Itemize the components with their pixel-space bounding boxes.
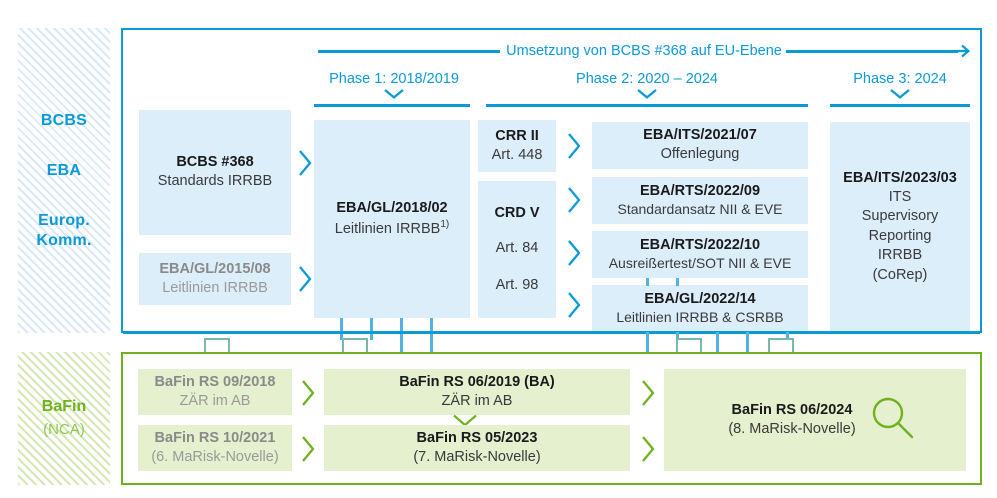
box-eba-rts-2022-10-title: EBA/RTS/2022/10 — [639, 236, 761, 253]
chevron-right-icon — [302, 380, 315, 406]
box-eba-its-2021-07-sub: Offenlegung — [660, 146, 740, 163]
chevron-right-icon — [568, 133, 581, 159]
box-bafin-rs-10-2021-sub: (6. MaRisk-Novelle) — [151, 448, 279, 465]
box-crr-ii-sub: Art. 448 — [491, 146, 543, 163]
box-bafin-rs-09-2018-title: BaFin RS 09/2018 — [154, 373, 276, 390]
phase-2-rule — [486, 104, 808, 107]
sidebar-label-eba: EBA — [46, 161, 82, 179]
box-eba-its-2023-03-title: EBA/ITS/2023/03 — [843, 169, 957, 186]
phase-1-label: Phase 1: 2018/2019 — [329, 71, 459, 87]
box-crd-v-art-98: Art. 98 — [495, 276, 539, 293]
box-eba-rts-2022-09-title: EBA/RTS/2022/09 — [639, 182, 761, 199]
box-bcbs-368-title: BCBS #368 — [176, 154, 254, 171]
box-eba-gl-2022-14[interactable]: EBA/GL/2022/14 Leitlinien IRRBB & CSRBB — [592, 285, 808, 332]
connector-segment — [746, 332, 749, 358]
box-eba-its-2021-07-title: EBA/ITS/2021/07 — [643, 127, 757, 144]
magnifier-icon[interactable] — [870, 395, 916, 441]
panel-bottom-line — [123, 331, 980, 334]
box-bafin-rs-05-2023-title: BaFin RS 05/2023 — [416, 429, 538, 446]
box-eba-gl-2022-14-title: EBA/GL/2022/14 — [644, 290, 756, 307]
box-eba-its-2023-03[interactable]: EBA/ITS/2023/03 ITS Supervisory Reportin… — [830, 122, 970, 332]
box-bafin-rs-09-2018[interactable]: BaFin RS 09/2018 ZÄR im AB — [138, 369, 292, 415]
box-eba-rts-2022-09-sub: Standardansatz NII & EVE — [617, 201, 783, 218]
timeline-title: Umsetzung von BCBS #368 auf EU-Ebene — [506, 43, 782, 59]
connector-segment — [340, 318, 343, 340]
box-eba-gl-2015-08[interactable]: EBA/GL/2015/08 Leitlinien IRRBB — [139, 253, 291, 305]
box-crr-ii-title: CRR II — [495, 127, 539, 144]
timeline-header: Umsetzung von BCBS #368 auf EU-Ebene — [318, 41, 970, 61]
phase-3-label: Phase 3: 2024 — [853, 71, 947, 87]
box-eba-its-2023-03-l2: Supervisory — [861, 208, 939, 225]
box-eba-gl-2018-02-title: EBA/GL/2018/02 — [336, 199, 448, 216]
box-bafin-rs-06-2024-sub: (8. MaRisk-Novelle) — [728, 420, 856, 437]
phase-2-label: Phase 2: 2020 – 2024 — [576, 71, 718, 87]
timeline-line-right — [786, 50, 958, 53]
timeline-line-left — [318, 50, 500, 53]
sidebar-label-europ-komm: Europ. Komm. — [36, 211, 92, 249]
connector-segment — [400, 318, 403, 358]
sidebar-label-bafin: BaFin — [41, 398, 87, 416]
chevron-right-icon — [299, 150, 312, 176]
connector-segment — [676, 278, 679, 286]
sidebar-label-nca: (NCA) — [43, 421, 85, 439]
box-eba-gl-2015-08-sub: Leitlinien IRRBB — [162, 279, 268, 296]
box-bafin-rs-10-2021-title: BaFin RS 10/2021 — [154, 429, 276, 446]
box-eba-its-2023-03-l4: IRRBB — [877, 247, 923, 264]
chevron-right-icon — [299, 266, 312, 292]
box-bafin-rs-05-2023[interactable]: BaFin RS 05/2023 (7. MaRisk-Novelle) — [324, 425, 630, 471]
sidebar-label-bcbs: BCBS — [40, 111, 88, 129]
phase-1: Phase 1: 2018/2019 — [318, 70, 470, 99]
box-bafin-rs-06-2019[interactable]: BaFin RS 06/2019 (BA) ZÄR im AB — [324, 369, 630, 415]
connector-segment — [646, 332, 649, 358]
box-eba-gl-2015-08-title: EBA/GL/2015/08 — [159, 260, 271, 277]
phase-2: Phase 2: 2020 – 2024 — [486, 70, 808, 99]
box-bafin-rs-06-2019-title: BaFin RS 06/2019 (BA) — [399, 373, 555, 390]
chevron-down-icon — [384, 89, 404, 99]
box-eba-rts-2022-10[interactable]: EBA/RTS/2022/10 Ausreißertest/SOT NII & … — [592, 231, 808, 278]
box-eba-gl-2022-14-sub: Leitlinien IRRBB & CSRBB — [616, 309, 784, 326]
box-eba-rts-2022-09[interactable]: EBA/RTS/2022/09 Standardansatz NII & EVE — [592, 177, 808, 224]
sidebar-eu-institutions: BCBS EBA Europ. Komm. — [18, 28, 110, 333]
phase-3: Phase 3: 2024 — [830, 70, 970, 99]
box-eba-gl-2018-02-sub: Leitlinien IRRBB1) — [334, 218, 450, 237]
box-bafin-rs-09-2018-sub: ZÄR im AB — [179, 392, 251, 409]
box-bafin-rs-06-2024-title: BaFin RS 06/2024 — [731, 401, 853, 418]
arrow-right-icon — [957, 44, 970, 58]
chevron-right-icon — [568, 240, 581, 266]
box-eba-gl-2018-02[interactable]: EBA/GL/2018/02 Leitlinien IRRBB1) — [314, 120, 470, 318]
box-eba-its-2023-03-l1: ITS — [888, 188, 912, 205]
box-eba-its-2021-07[interactable]: EBA/ITS/2021/07 Offenlegung — [592, 122, 808, 169]
chevron-right-icon — [568, 292, 581, 318]
footnote-marker: 1) — [440, 218, 450, 230]
chevron-down-icon — [637, 89, 657, 99]
sidebar-bafin: BaFin (NCA) — [18, 352, 110, 485]
chevron-right-icon — [642, 380, 655, 406]
box-crr-ii[interactable]: CRR II Art. 448 — [478, 120, 556, 172]
box-crd-v[interactable]: CRD V Art. 84 Art. 98 — [478, 181, 556, 318]
chevron-down-icon — [890, 89, 910, 99]
box-crd-v-title: CRD V — [494, 204, 540, 221]
box-eba-its-2023-03-l5: (CoRep) — [872, 266, 928, 283]
connector-segment — [646, 278, 649, 286]
box-bafin-rs-10-2021[interactable]: BaFin RS 10/2021 (6. MaRisk-Novelle) — [138, 425, 292, 471]
chevron-right-icon — [302, 436, 315, 462]
connector-segment — [716, 332, 719, 358]
chevron-right-icon — [642, 436, 655, 462]
box-bafin-rs-06-2024[interactable]: BaFin RS 06/2024 (8. MaRisk-Novelle) — [664, 369, 966, 471]
chevron-right-icon — [568, 187, 581, 213]
box-bcbs-368[interactable]: BCBS #368 Standards IRRBB — [139, 110, 291, 235]
box-eba-rts-2022-10-sub: Ausreißertest/SOT NII & EVE — [608, 255, 792, 272]
box-bafin-rs-05-2023-sub: (7. MaRisk-Novelle) — [413, 448, 541, 465]
connector-segment — [430, 318, 433, 358]
box-bcbs-368-sub: Standards IRRBB — [157, 173, 273, 190]
box-bafin-rs-06-2019-sub: ZÄR im AB — [441, 392, 513, 409]
phase-1-rule — [314, 104, 470, 107]
box-crd-v-art-84: Art. 84 — [495, 240, 539, 257]
box-eba-its-2023-03-l3: Reporting — [868, 227, 932, 244]
connector-segment — [370, 318, 373, 340]
phase-3-rule — [830, 104, 970, 107]
